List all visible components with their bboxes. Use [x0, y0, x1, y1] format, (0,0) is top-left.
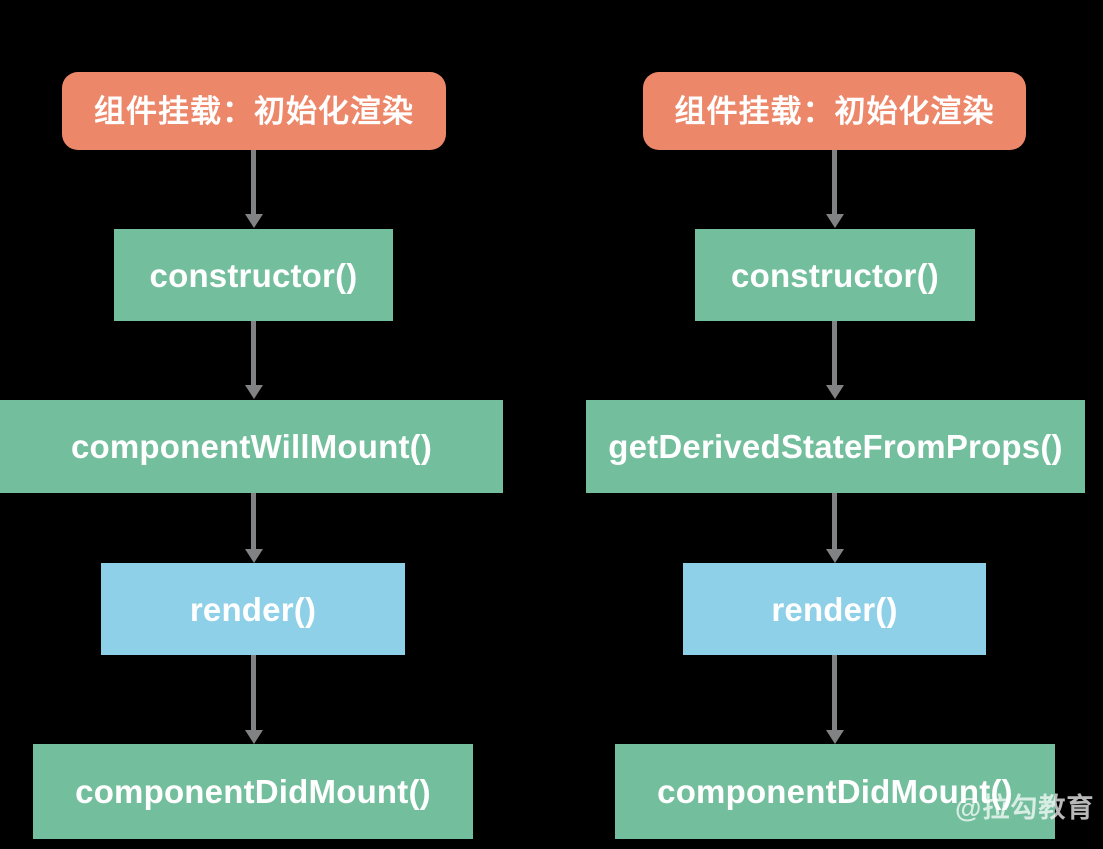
- node-legacy-component-did-mount[interactable]: componentDidMount(): [33, 744, 473, 839]
- node-legacy-constructor[interactable]: constructor(): [114, 229, 393, 321]
- arrow-legacy-phase-to-constructor: [251, 150, 256, 215]
- node-legacy-component-will-mount[interactable]: componentWillMount(): [0, 400, 503, 493]
- arrow-modern-phase-to-constructor: [832, 150, 837, 215]
- node-modern-constructor[interactable]: constructor(): [695, 229, 975, 321]
- arrow-legacy-willmount-to-render: [251, 493, 256, 550]
- arrow-modern-constructor-to-gdsfp: [832, 321, 837, 386]
- node-modern-component-did-mount[interactable]: componentDidMount(): [615, 744, 1055, 839]
- node-modern-get-derived-state-from-props[interactable]: getDerivedStateFromProps(): [586, 400, 1085, 493]
- arrow-legacy-render-to-didmount: [251, 655, 256, 731]
- arrow-modern-gdsfp-to-render: [832, 493, 837, 550]
- node-modern-render[interactable]: render(): [683, 563, 986, 655]
- arrow-legacy-constructor-to-willmount: [251, 321, 256, 386]
- node-legacy-phase-header[interactable]: 组件挂载：初始化渲染: [62, 72, 446, 150]
- node-modern-phase-header[interactable]: 组件挂载：初始化渲染: [643, 72, 1026, 150]
- node-legacy-render[interactable]: render(): [101, 563, 405, 655]
- arrow-modern-render-to-didmount: [832, 655, 837, 731]
